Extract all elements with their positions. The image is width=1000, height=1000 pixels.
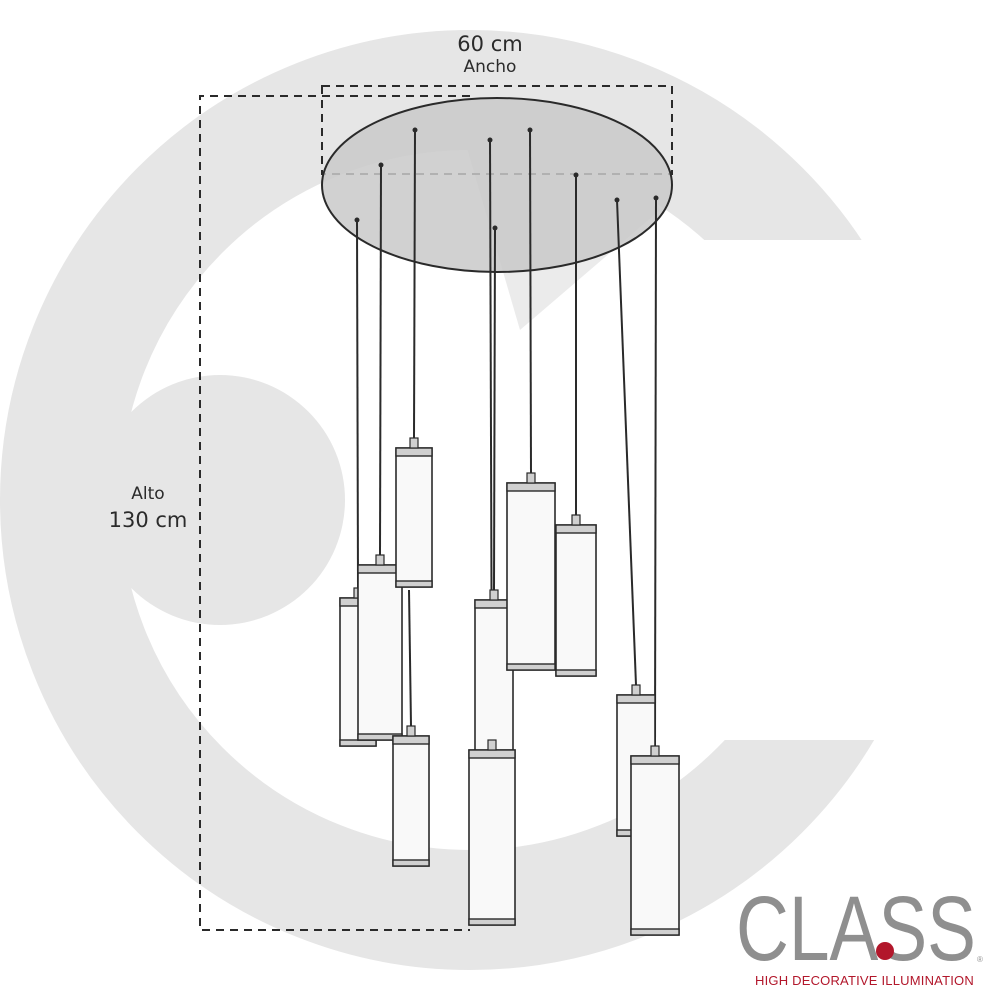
cable-anchor	[527, 127, 533, 133]
pendant-cylinder	[357, 554, 403, 741]
cable-anchor	[378, 162, 384, 168]
pendant-cylinder	[395, 437, 433, 588]
suspension-cable	[408, 589, 412, 727]
cylinder-bottom-ring	[339, 739, 377, 747]
cylinder-bottom-ring	[555, 669, 597, 677]
cable-anchor	[354, 217, 360, 223]
cylinder-bottom-ring	[468, 918, 516, 926]
background-ring-cutout	[520, 240, 1000, 740]
height-dimension-value: 130 cm	[108, 508, 188, 532]
cylinder-diffuser	[395, 447, 433, 588]
pendant-cylinder	[392, 725, 430, 867]
cylinder-connector	[489, 589, 499, 601]
pendant-cylinder	[555, 514, 597, 677]
cylinder-top-cap	[392, 735, 430, 745]
cylinder-bottom-ring	[395, 580, 433, 588]
cylinder-bottom-ring	[506, 663, 556, 671]
pendant-cylinder	[468, 739, 516, 926]
cable-anchors	[354, 127, 659, 231]
suspension-cable	[356, 219, 359, 589]
cable-anchor	[614, 197, 620, 203]
suspension-cable	[616, 199, 637, 686]
height-guide-box	[199, 95, 470, 931]
cylinder-connector	[650, 745, 660, 757]
suspension-cable	[493, 227, 496, 591]
ceiling-canopy	[321, 97, 673, 273]
suspension-cable	[379, 164, 382, 556]
cable-anchor	[487, 137, 493, 143]
logo-registered-mark: ®	[977, 955, 983, 964]
cylinder-diffuser	[555, 524, 597, 677]
cylinder-top-cap	[630, 755, 680, 765]
cable-anchor	[412, 127, 418, 133]
cable-anchor	[492, 225, 498, 231]
dimension-guides	[199, 85, 673, 931]
cylinder-top-cap	[616, 694, 656, 704]
cylinder-diffuser	[392, 735, 430, 867]
cylinder-connector	[487, 739, 497, 751]
cylinder-bottom-ring	[630, 928, 680, 936]
width-dimension-value: 60 cm	[457, 32, 523, 56]
pendant-cylinder	[506, 472, 556, 671]
width-guide-box	[321, 85, 673, 175]
cylinder-connector	[571, 514, 581, 526]
cylinder-diffuser	[357, 564, 403, 741]
cylinder-top-cap	[555, 524, 597, 534]
suspension-cable	[654, 197, 657, 747]
suspension-cables	[356, 129, 657, 747]
height-dimension-label: Alto	[131, 484, 165, 504]
cylinder-top-cap	[468, 749, 516, 759]
pendant-cylinders	[339, 437, 680, 936]
cylinder-diffuser	[506, 482, 556, 671]
cylinder-diffuser	[468, 749, 516, 926]
brand-tagline: HIGH DECORATIVE ILLUMINATION	[755, 973, 974, 988]
cable-anchor	[653, 195, 659, 201]
cable-anchor	[573, 172, 579, 178]
cylinder-diffuser	[630, 755, 680, 936]
cylinder-top-cap	[395, 447, 433, 457]
cylinder-connector	[631, 684, 641, 696]
width-dimension-label: Ancho	[463, 57, 517, 77]
pendant-cylinder	[630, 745, 680, 936]
class-logo: CLASS ®	[736, 882, 983, 972]
cylinder-connector	[409, 437, 419, 449]
suspension-cable	[413, 129, 416, 439]
cylinder-connector	[375, 554, 385, 566]
cylinder-bottom-ring	[392, 859, 430, 867]
cylinder-top-cap	[506, 482, 556, 492]
cylinder-connector	[406, 725, 416, 737]
logo-wordmark-text: CLASS	[736, 882, 976, 972]
background-disc	[95, 375, 345, 625]
cylinder-connector	[526, 472, 536, 484]
suspension-cable	[529, 129, 532, 474]
logo-red-dot	[876, 942, 894, 960]
